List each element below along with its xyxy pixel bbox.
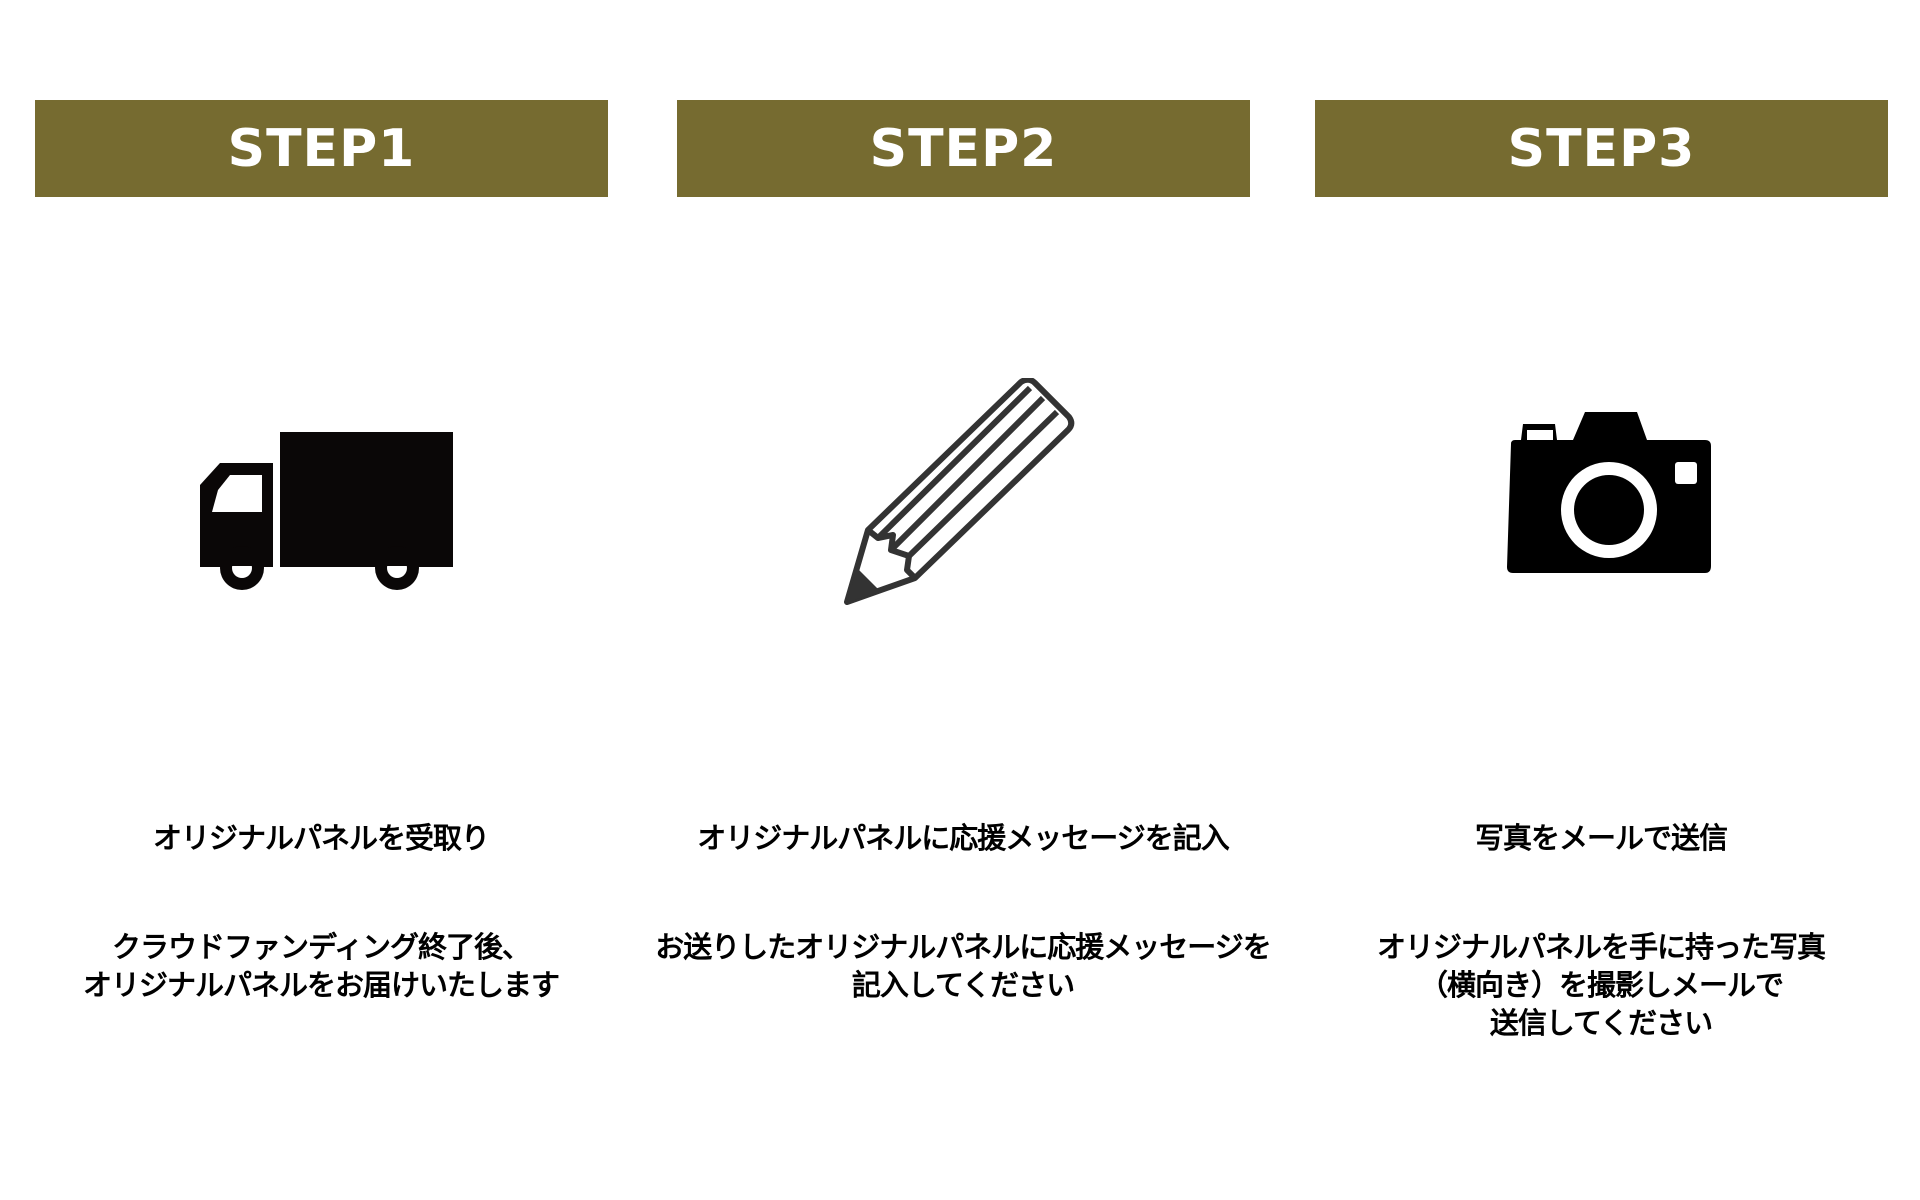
step3-header: STEP3 [1315, 100, 1888, 197]
step3-desc-line: オリジナルパネルを手に持った写真 [1376, 930, 1826, 964]
step3-label: STEP3 [1507, 118, 1696, 179]
step2-desc-line: 記入してください [851, 968, 1075, 1002]
step3-title: 写真をメールで送信 [1474, 821, 1728, 855]
step2-header: STEP2 [677, 100, 1250, 197]
step3-desc-line: 送信してください [1489, 1006, 1713, 1040]
step1-desc-line: クラウドファンディング終了後、 [112, 930, 531, 964]
step2-desc-line: お送りしたオリジナルパネルに応援メッセージを [655, 930, 1271, 964]
step1-header: STEP1 [35, 100, 608, 197]
pencil-icon [844, 378, 1075, 605]
step1-label: STEP1 [227, 118, 416, 179]
step3-description: オリジナルパネルを手に持った写真 （横向き）を撮影しメールで 送信してください [1291, 928, 1911, 1042]
step1-desc-line: オリジナルパネルをお届けいたします [82, 968, 560, 1002]
camera-icon [1507, 412, 1711, 573]
truck-icon [200, 432, 453, 590]
step2-description: お送りしたオリジナルパネルに応援メッセージを 記入してください [653, 928, 1273, 1004]
step3-desc-line: （横向き）を撮影しメールで [1418, 968, 1784, 1002]
step2-label: STEP2 [869, 118, 1058, 179]
step1-description: クラウドファンディング終了後、 オリジナルパネルをお届けいたします [11, 928, 631, 1004]
step1-title: オリジナルパネルを受取り [152, 821, 490, 855]
step2-title: オリジナルパネルに応援メッセージを記入 [697, 821, 1229, 855]
